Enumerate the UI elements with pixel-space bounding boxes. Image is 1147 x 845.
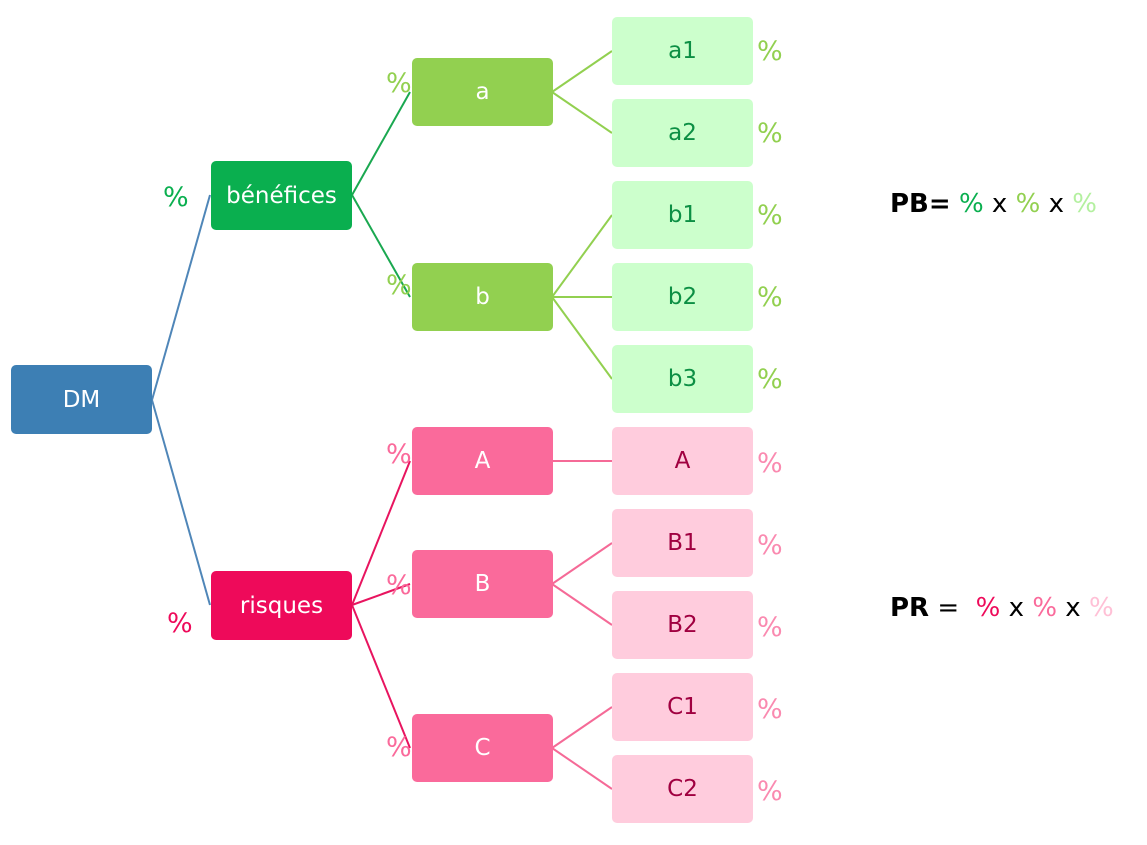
connector-b-b1 — [551, 214, 613, 298]
formula-pr-p3: % — [1088, 593, 1114, 623]
node-C2: C2 — [612, 755, 753, 823]
connector-dm-risques — [151, 399, 211, 606]
node-a: a — [412, 58, 553, 126]
formula-pb-eq: = — [928, 189, 951, 219]
connector-C-C2 — [551, 747, 613, 790]
pct-B: % — [386, 570, 412, 601]
node-b1: b1 — [612, 181, 753, 249]
pct-b3: % — [757, 364, 783, 395]
formula-pr-p1: % — [975, 593, 1001, 623]
formula-pb-p3: % — [1072, 189, 1097, 219]
formula-pr-p2: % — [1032, 593, 1058, 623]
connector-benefices-b — [351, 194, 411, 298]
formula-pb-p1: % — [958, 189, 984, 219]
pct-B2: % — [757, 612, 783, 643]
node-benefices: bénéfices — [211, 161, 352, 230]
formula-pr-x1: x — [1008, 593, 1025, 623]
formula-pb: PB= % x % x % — [890, 189, 1097, 219]
pct-A-leaf: % — [757, 448, 783, 479]
node-b2: b2 — [612, 263, 753, 331]
node-A-leaf: A — [612, 427, 753, 495]
node-B1: B1 — [612, 509, 753, 577]
pct-a1: % — [757, 36, 783, 67]
node-C1: C1 — [612, 673, 753, 741]
node-C: C — [412, 714, 553, 782]
node-a1: a1 — [612, 17, 753, 85]
pct-B1: % — [757, 530, 783, 561]
connector-benefices-a — [351, 91, 411, 196]
connector-B-B2 — [551, 583, 613, 626]
node-dm: DM — [11, 365, 152, 434]
connector-risques-C — [351, 604, 411, 749]
pct-risques: % — [167, 608, 193, 639]
formula-pr-x2: x — [1065, 593, 1081, 623]
connector-risques-A — [351, 460, 411, 606]
formula-pb-x1: x — [991, 189, 1008, 219]
node-A: A — [412, 427, 553, 495]
node-B2: B2 — [612, 591, 753, 659]
pct-C2: % — [757, 776, 783, 807]
pct-a2: % — [757, 118, 783, 149]
connector-B-B1 — [551, 542, 613, 585]
pct-A: % — [386, 439, 412, 470]
connector-C-C1 — [551, 706, 613, 749]
formula-pr: PR = % x % x % — [890, 593, 1114, 623]
node-b: b — [412, 263, 553, 331]
connector-a-a2 — [551, 91, 613, 134]
formula-pb-label: PB — [890, 189, 929, 219]
formula-pb-p2: % — [1015, 189, 1041, 219]
formula-pb-x2: x — [1048, 189, 1064, 219]
connector-b-b3 — [551, 296, 613, 380]
formula-pr-eq: = — [929, 593, 968, 623]
node-B: B — [412, 550, 553, 618]
formula-pr-label: PR — [890, 593, 930, 623]
pct-b2: % — [757, 282, 783, 313]
pct-a: % — [386, 68, 412, 99]
connector-a-a1 — [551, 50, 613, 93]
pct-C1: % — [757, 694, 783, 725]
node-b3: b3 — [612, 345, 753, 413]
connector-dm-benefices — [151, 194, 211, 401]
pct-b1: % — [757, 200, 783, 231]
node-risques: risques — [211, 571, 352, 640]
node-a2: a2 — [612, 99, 753, 167]
connector-risques-B — [351, 583, 411, 606]
pct-b: % — [386, 270, 412, 301]
pct-C: % — [386, 732, 412, 763]
pct-benefices: % — [163, 182, 189, 213]
